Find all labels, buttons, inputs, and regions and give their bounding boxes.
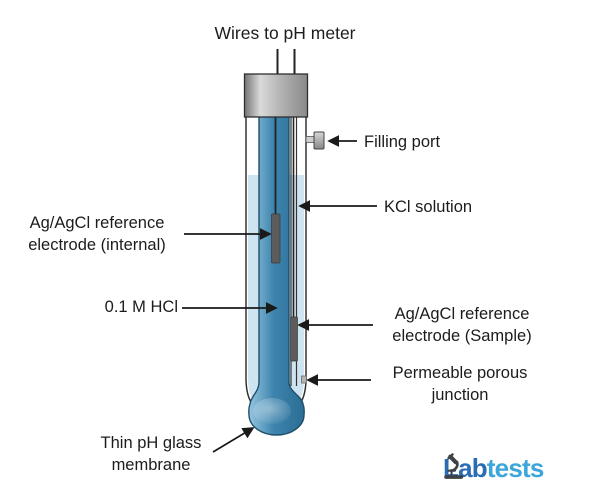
label-ref-internal: Ag/AgCl reference electrode (internal) (8, 212, 186, 256)
electrode-cap (243, 73, 309, 118)
label-glass-membrane-line1: Thin pH glass (100, 434, 202, 452)
label-ref-internal-line2: electrode (internal) (28, 236, 166, 254)
microscope-icon (444, 453, 464, 479)
inner-electrode-stem-and-bulb (248, 115, 305, 436)
glass-membrane-arrow (212, 427, 255, 453)
logo-word-tests: tests (486, 453, 544, 483)
label-hcl: 0.1 M HCl (104, 298, 178, 316)
label-porous-junction-line2: junction (431, 386, 489, 404)
label-ref-internal-line1: Ag/AgCl reference (29, 214, 165, 232)
label-ref-sample: Ag/AgCl reference electrode (Sample) (376, 303, 548, 347)
label-ref-sample-line1: Ag/AgCl reference (394, 305, 530, 323)
label-filling-port: Filling port (364, 133, 441, 151)
filling-port-body (313, 131, 325, 150)
bulb-sheen (253, 398, 291, 424)
labtests-logo: Labtests (443, 453, 544, 483)
label-ref-sample-line2: electrode (Sample) (392, 327, 532, 345)
filling-port-stub (305, 136, 315, 143)
porous-junction (301, 375, 307, 384)
sample-reference-electrode-rod (290, 316, 298, 362)
label-glass-membrane: Thin pH glass membrane (62, 432, 240, 476)
label-glass-membrane-line2: membrane (111, 456, 191, 474)
label-kcl-solution: KCl solution (384, 198, 473, 216)
label-wires-to-ph-meter: Wires to pH meter (214, 23, 356, 43)
label-porous-junction-line1: Permeable porous (392, 364, 528, 382)
internal-reference-electrode-rod (271, 213, 281, 264)
label-porous-junction: Permeable porous junction (376, 362, 544, 406)
